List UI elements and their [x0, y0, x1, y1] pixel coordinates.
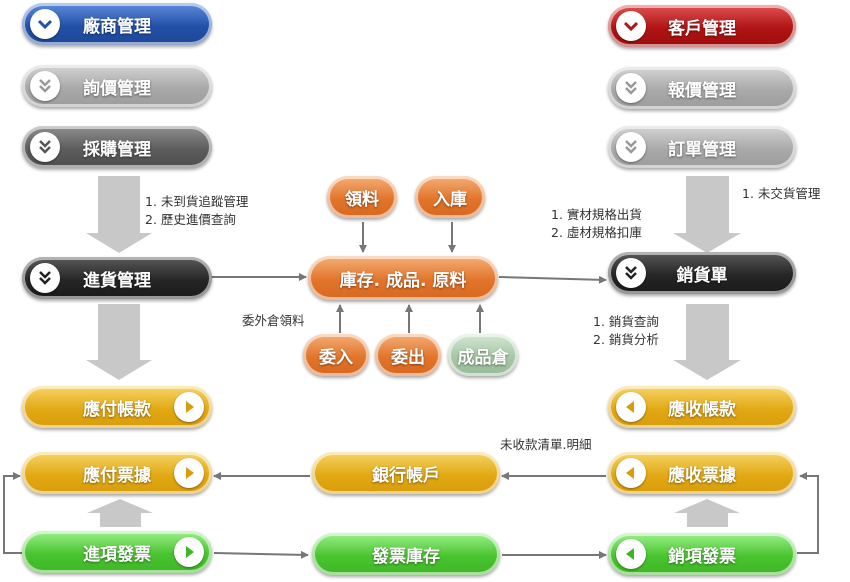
material-issue-label: 領料 [345, 189, 379, 210]
purchase-mgmt-label: 採購管理 [83, 139, 151, 160]
ap-label: 應付帳款 [83, 399, 151, 420]
inquiry-mgmt-label: 詢價管理 [83, 78, 151, 99]
input-invoice-label: 進項發票 [83, 544, 151, 565]
invoice-stock-node[interactable]: 發票庫存 [312, 533, 500, 575]
customer-mgmt-node[interactable]: 客戶管理 [608, 5, 796, 47]
order-mgmt-label: 訂單管理 [668, 139, 736, 160]
receiving-mgmt-label: 進貨管理 [83, 270, 151, 291]
flow-arrow-input-invoice-to-ap-bills [87, 499, 153, 527]
outsource-out-label: 委出 [391, 347, 425, 368]
inventory-label: 庫存. 成品. 原料 [339, 270, 467, 291]
receiving-mgmt-node[interactable]: 進貨管理 [22, 257, 212, 299]
output-invoice-node[interactable]: 銷項發票 [608, 533, 796, 575]
play-right-icon [174, 537, 204, 567]
play-left-icon [616, 458, 646, 488]
shipping-note-line-1: 1. 實材規格出貨 [551, 207, 642, 222]
double-chevron-down-icon [616, 132, 646, 162]
purchase-note: 1. 未到貨追蹤管理 2. 歷史進價查詢 [145, 193, 248, 229]
vendor-mgmt-node[interactable]: 廠商管理 [22, 3, 212, 45]
quote-mgmt-node[interactable]: 報價管理 [608, 67, 796, 109]
loop-left-to-ap-bills [3, 472, 22, 554]
chevron-down-icon [30, 9, 60, 39]
chevron-down-icon [616, 11, 646, 41]
quote-mgmt-label: 報價管理 [668, 80, 736, 101]
sales-slip-node[interactable]: 銷貨單 [608, 252, 796, 294]
arrow-input-invoice-to-invoice-stock [213, 550, 309, 559]
ar-detail-note: 未收款清單.明細 [500, 437, 592, 452]
flow-arrow-sales-to-ar [673, 304, 741, 380]
finished-wh-node[interactable]: 成品倉 [448, 334, 518, 376]
warehouse-in-label: 入庫 [433, 189, 467, 210]
ap-bills-label: 應付票據 [83, 465, 151, 486]
flow-arrow-output-invoice-to-ar-bills [674, 499, 740, 527]
sales-note-line-1: 1. 銷貨查詢 [593, 314, 659, 329]
shipping-note-line-2: 2. 虛材規格扣庫 [551, 225, 642, 240]
invoice-stock-label: 發票庫存 [372, 546, 440, 567]
bank-account-label: 銀行帳戶 [372, 465, 440, 486]
material-issue-node[interactable]: 領料 [327, 176, 397, 218]
outsource-in-node[interactable]: 委入 [303, 334, 369, 376]
double-chevron-down-icon [30, 71, 60, 101]
play-right-icon [174, 458, 204, 488]
ar-bills-label: 應收票據 [668, 465, 736, 486]
vendor-mgmt-label: 廠商管理 [83, 16, 151, 37]
loop-right-to-ar-bills [797, 472, 819, 554]
ap-bills-node[interactable]: 應付票據 [22, 452, 212, 494]
arrow-inventory-to-sales [498, 275, 607, 284]
shipping-note: 1. 實材規格出貨 2. 虛材規格扣庫 [551, 206, 642, 242]
sales-note: 1. 銷貨查詢 2. 銷貨分析 [593, 313, 659, 349]
order-mgmt-node[interactable]: 訂單管理 [608, 126, 796, 168]
play-left-icon [616, 539, 646, 569]
ar-node[interactable]: 應收帳款 [608, 386, 796, 428]
outsource-in-label: 委入 [319, 347, 353, 368]
sales-slip-label: 銷貨單 [676, 265, 728, 286]
customer-mgmt-label: 客戶管理 [668, 18, 736, 39]
double-chevron-down-icon [616, 258, 646, 288]
ar-label: 應收帳款 [668, 399, 736, 420]
purchase-mgmt-node[interactable]: 採購管理 [22, 126, 212, 168]
flow-arrow-order-to-sales [673, 176, 741, 253]
output-invoice-label: 銷項發票 [668, 546, 736, 567]
purchase-note-line-2: 2. 歷史進價查詢 [145, 212, 236, 227]
play-left-icon [616, 392, 646, 422]
double-chevron-down-icon [30, 132, 60, 162]
outsource-note: 委外倉領料 [242, 313, 305, 328]
order-note: 1. 未交貨管理 [742, 186, 821, 201]
sales-note-line-2: 2. 銷貨分析 [593, 332, 659, 347]
play-right-icon [174, 392, 204, 422]
finished-wh-label: 成品倉 [457, 347, 509, 368]
bank-account-node[interactable]: 銀行帳戶 [312, 452, 500, 494]
ar-bills-node[interactable]: 應收票據 [608, 452, 796, 494]
outsource-out-node[interactable]: 委出 [375, 334, 441, 376]
inventory-node[interactable]: 庫存. 成品. 原料 [308, 256, 498, 300]
purchase-note-line-1: 1. 未到貨追蹤管理 [145, 194, 249, 209]
flow-arrow-receiving-to-ap [86, 304, 152, 380]
flow-arrow-purchase-to-receiving [86, 176, 152, 253]
inquiry-mgmt-node[interactable]: 詢價管理 [22, 65, 212, 107]
double-chevron-down-icon [30, 263, 60, 293]
warehouse-in-node[interactable]: 入庫 [415, 176, 485, 218]
ap-node[interactable]: 應付帳款 [22, 386, 212, 428]
input-invoice-node[interactable]: 進項發票 [22, 531, 212, 573]
double-chevron-down-icon [616, 73, 646, 103]
